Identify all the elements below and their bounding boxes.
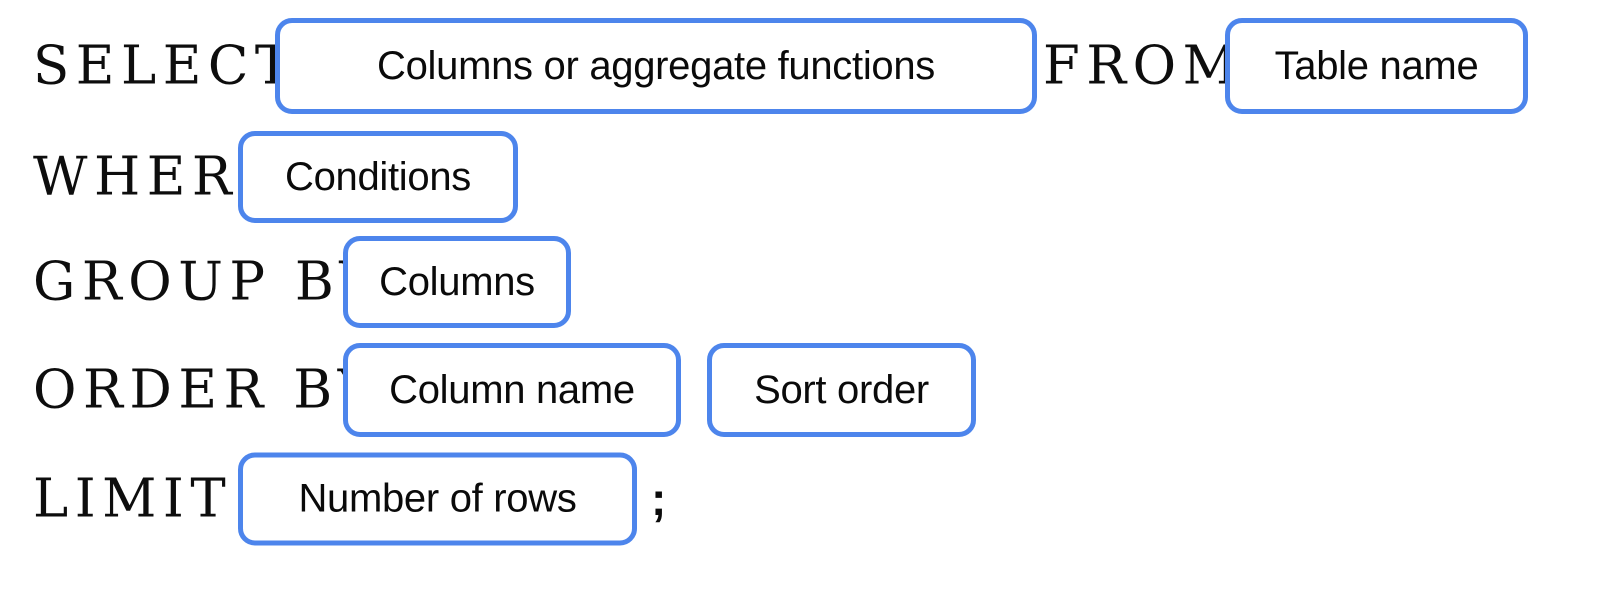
placeholder-box-columns-or-aggregate-functions[interactable]: Columns or aggregate functions xyxy=(275,18,1037,114)
placeholder-box-conditions[interactable]: Conditions xyxy=(238,131,518,223)
placeholder-label: Columns or aggregate functions xyxy=(377,44,935,88)
sql-clause-row-limit: LIMIT Number of rows ; xyxy=(0,452,1600,545)
sql-clause-row-group-by: GROUP BY Columns xyxy=(0,236,1600,328)
placeholder-label: Sort order xyxy=(754,368,929,412)
sql-keyword-group-by: GROUP BY xyxy=(33,251,381,313)
placeholder-label: Number of rows xyxy=(298,476,577,521)
sql-keyword-where: WHERE xyxy=(33,146,284,208)
placeholder-box-sort-order[interactable]: Sort order xyxy=(707,343,976,437)
sql-keyword-limit: LIMIT xyxy=(33,468,233,529)
placeholder-label: Conditions xyxy=(284,155,471,199)
placeholder-label: Table name xyxy=(1274,44,1479,88)
placeholder-box-column-name[interactable]: Column name xyxy=(343,343,681,437)
sql-clause-row-where: WHERE Conditions xyxy=(0,131,1600,223)
placeholder-box-columns[interactable]: Columns xyxy=(343,236,571,328)
placeholder-box-number-of-rows[interactable]: Number of rows xyxy=(238,452,637,545)
sql-keyword-order-by: ORDER BY xyxy=(33,359,380,421)
sql-clause-row-order-by: ORDER BY Column name Sort order xyxy=(0,343,1600,437)
statement-terminator-semicolon: ; xyxy=(651,472,667,525)
placeholder-box-table-name[interactable]: Table name xyxy=(1225,18,1528,114)
placeholder-label: Columns xyxy=(379,260,535,304)
sql-clause-row-select: SELECT Columns or aggregate functions FR… xyxy=(0,18,1600,114)
placeholder-label: Column name xyxy=(389,368,635,412)
sql-keyword-from: FROM xyxy=(1043,35,1244,97)
sql-keyword-select: SELECT xyxy=(33,35,297,97)
